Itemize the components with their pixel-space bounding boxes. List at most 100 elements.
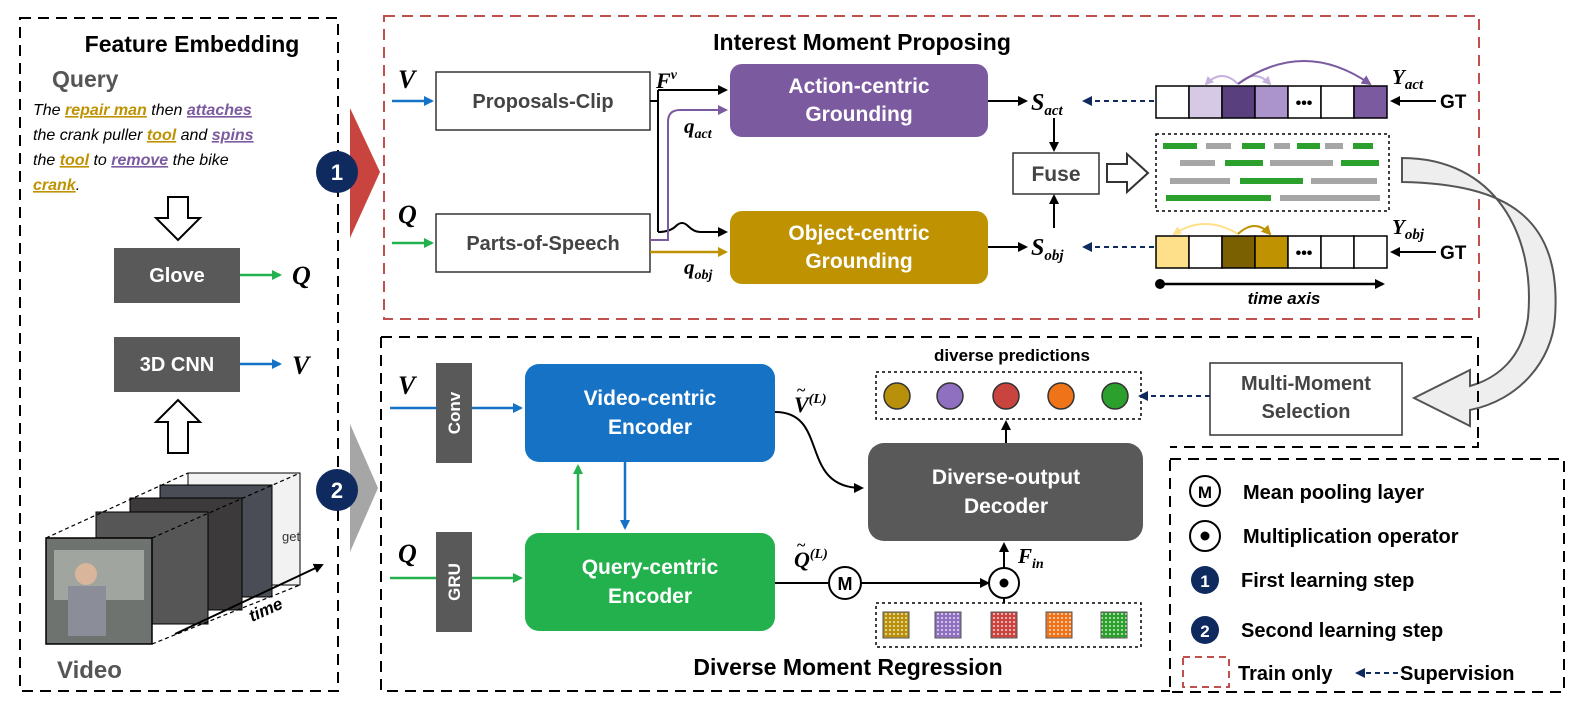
svg-text:Mean pooling layer: Mean pooling layer (1243, 482, 1424, 504)
hollow-arrow-down (153, 196, 203, 242)
video-encoder-line2: Encoder (608, 416, 692, 439)
video-encoder-line1: Video-centric (584, 387, 717, 410)
glove-box (114, 248, 240, 303)
interest-title: Interest Moment Proposing (713, 29, 1011, 55)
feature-embedding-panel: Feature Embedding Query The repair man t… (19, 17, 339, 692)
svg-text:the crank puller tool and spin: the crank puller tool and spins (33, 127, 254, 144)
video-label: Video (57, 657, 122, 684)
svg-text:~: ~ (797, 537, 806, 554)
parts-of-speech-label: Parts-of-Speech (466, 233, 619, 255)
mms-line2: Selection (1262, 401, 1351, 423)
fuse-hollow-arrow (1106, 151, 1150, 195)
svg-text:M: M (1198, 483, 1212, 502)
svg-text:2: 2 (331, 478, 343, 503)
mms-line1: Multi-Moment (1241, 373, 1371, 395)
svg-text:crank.: crank. (33, 177, 80, 194)
action-grounding-line2: Grounding (805, 103, 912, 126)
cnn-label: 3D CNN (140, 354, 214, 376)
glove-label: Glove (149, 265, 205, 287)
svg-text:Train only: Train only (1238, 663, 1333, 685)
svg-text:1: 1 (331, 160, 343, 185)
fuse-box (1012, 152, 1100, 195)
proposals-clip-box (435, 71, 651, 131)
v-input-bottom: V (398, 371, 418, 400)
diverse-predictions-label: diverse predictions (934, 346, 1090, 365)
diverse-regression-panel: Diverse Moment Regression V Q Conv GRU V… (380, 336, 1479, 692)
legend-train-only: Train only (1182, 656, 1333, 688)
decoder-line2: Decoder (964, 495, 1048, 518)
svg-text:Supervision: Supervision (1400, 663, 1514, 685)
decoder-box (868, 443, 1143, 541)
fuse-label: Fuse (1031, 163, 1080, 186)
svg-text:the tool to remove the bike: the tool to remove the bike (33, 152, 229, 169)
conv-label: Conv (445, 391, 464, 434)
q-act-label: qact (684, 114, 713, 142)
step1-marker: 1 (316, 108, 380, 238)
legend-supervision: Supervision (1355, 663, 1514, 685)
video-encoder-box (525, 364, 775, 462)
query-sentence: The repair man then attaches the crank p… (33, 102, 254, 194)
legend-step1: 1 First learning step (1191, 566, 1414, 594)
s-obj-label: Sobj (1031, 235, 1064, 264)
svg-text:First learning step: First learning step (1241, 570, 1414, 592)
svg-text:2: 2 (1200, 622, 1209, 641)
fv-label: Fv (655, 68, 678, 93)
q-tilde-label: Q(L) (794, 547, 828, 572)
step2-marker: 2 (316, 424, 378, 552)
svg-text:M: M (838, 574, 853, 594)
prediction-circles (875, 371, 1142, 420)
action-grounding-line1: Action-centric (788, 75, 930, 98)
regression-title: Diverse Moment Regression (693, 654, 1002, 680)
cnn-box (114, 337, 240, 392)
selection-curved-arrow (1401, 156, 1557, 428)
y-obj-strip: ••• (1155, 223, 1388, 269)
svg-text:~: ~ (797, 382, 806, 399)
svg-text:1: 1 (1200, 572, 1209, 591)
frame-text: get (282, 529, 300, 544)
query-encoder-line1: Query-centric (582, 556, 719, 579)
y-obj-label: Yobj (1392, 215, 1425, 243)
object-grounding-line1: Object-centric (788, 222, 930, 245)
video-frames: get time (45, 472, 324, 645)
q-symbol-embed: Q (292, 261, 311, 290)
q-obj-label: qobj (684, 255, 713, 283)
v-input-top: V (398, 65, 418, 94)
query-encoder-line2: Encoder (608, 585, 692, 608)
gru-label: GRU (445, 563, 464, 601)
v-tilde-label: V(L) (794, 392, 827, 417)
object-grounding-box (730, 211, 988, 284)
interest-moment-panel: Interest Moment Proposing V Q Proposals-… (383, 15, 1480, 320)
gt-obj: GT (1440, 243, 1467, 264)
legend-step2: 2 Second learning step (1191, 616, 1443, 644)
parts-of-speech-box (435, 213, 651, 273)
q-input-bottom: Q (398, 539, 417, 568)
gru-box (436, 532, 472, 632)
object-grounding-line2: Grounding (805, 250, 912, 273)
feature-embedding-title: Feature Embedding (85, 31, 300, 57)
query-encoder-box (525, 533, 775, 631)
decoder-line1: Diverse-output (932, 466, 1080, 489)
legend: M Mean pooling layer Multiplication oper… (1169, 458, 1565, 693)
y-act-label: Yact (1392, 65, 1424, 93)
s-act-label: Sact (1031, 90, 1064, 119)
fused-proposals (1155, 133, 1390, 212)
svg-text:Multiplication operator: Multiplication operator (1243, 526, 1459, 548)
v-symbol-embed: V (292, 351, 312, 380)
f-in-label: Fin (1017, 544, 1044, 572)
multi-moment-selection-box (1209, 362, 1403, 436)
action-grounding-box (730, 64, 988, 137)
svg-text:•••: ••• (1296, 245, 1313, 262)
svg-text:Second learning step: Second learning step (1241, 620, 1443, 642)
time-arrow (174, 563, 324, 635)
time-axis-label: time axis (1248, 289, 1321, 308)
q-input-top: Q (398, 200, 417, 229)
svg-text:The repair man then attaches: The repair man then attaches (33, 102, 252, 119)
query-feature-tiles (875, 602, 1142, 648)
legend-mean-pooling: M Mean pooling layer (1189, 475, 1424, 507)
hollow-arrow-up (153, 398, 203, 454)
legend-multiplication: Multiplication operator (1189, 520, 1459, 552)
gt-act: GT (1440, 92, 1467, 113)
y-act-strip: ••• (1155, 60, 1388, 119)
query-label: Query (52, 66, 119, 92)
